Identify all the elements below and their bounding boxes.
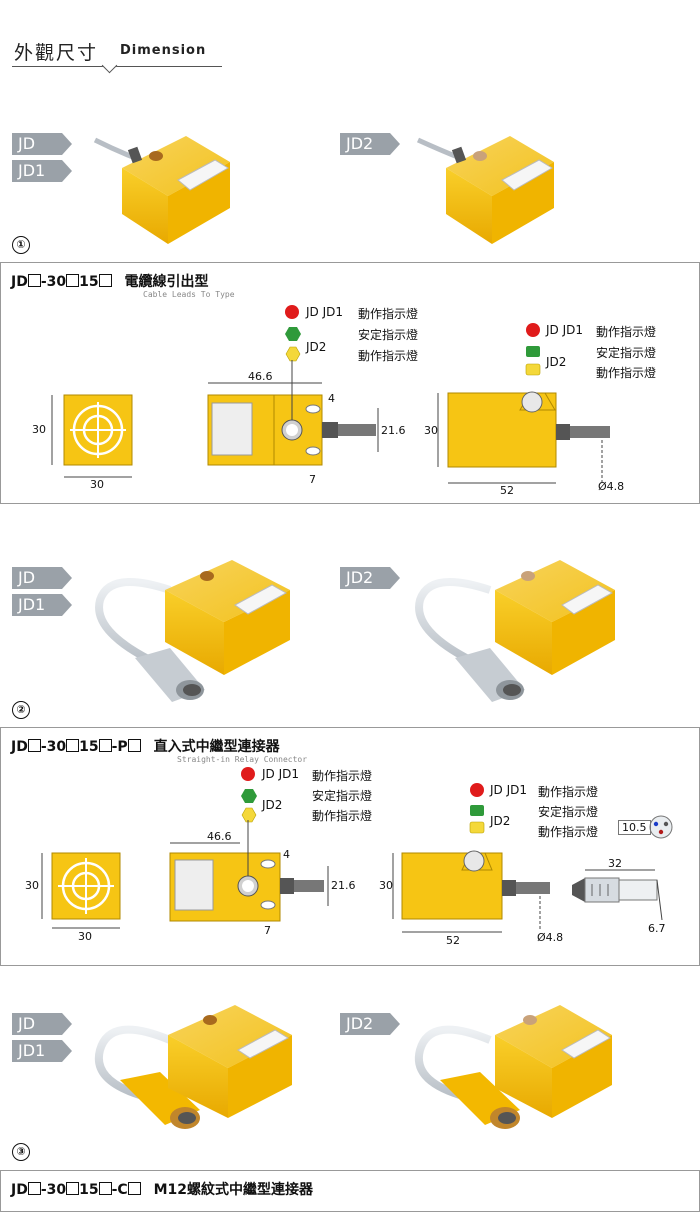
panel-subtitle-2: Straight-in Relay Connector	[177, 755, 308, 764]
legend2-yellow-label: JD2	[546, 355, 567, 369]
legend4-red-desc: 動作指示燈	[538, 785, 599, 799]
sensor-photo-1b	[416, 136, 554, 244]
legend3-yellow-desc: 動作指示燈	[312, 809, 373, 823]
dim-cable-dia: Ø4.8	[598, 480, 625, 493]
legend-red-label: JD JD1	[306, 305, 344, 319]
legend2-green-desc: 安定指示燈	[596, 346, 657, 360]
title-underline	[12, 66, 222, 67]
section-number-3: ③	[12, 1143, 30, 1161]
dim2-height-30: 30	[25, 879, 39, 892]
tag-jd: JD	[12, 133, 72, 155]
dim2-side-30: 30	[379, 879, 393, 892]
sensor-photo-2b	[415, 560, 615, 702]
legend3-yellow-label: JD2	[262, 798, 283, 812]
dim2-conn-10-5: 10.5	[618, 820, 651, 835]
section-number-1: ①	[12, 236, 30, 254]
dim-7: 7	[309, 473, 316, 486]
dim-4: 4	[328, 392, 335, 405]
legend-yellow-desc: 動作指示燈	[358, 349, 419, 363]
legend2-red-label: JD JD1	[546, 323, 584, 337]
legend4-red-label: JD JD1	[490, 783, 528, 797]
dim2-7: 7	[264, 924, 271, 937]
dim-width-30: 30	[90, 478, 104, 491]
legend2-yellow-desc: 動作指示燈	[596, 366, 657, 380]
dim-52: 52	[500, 484, 514, 497]
legend3-green-desc: 安定指示燈	[312, 789, 373, 803]
legend4-yellow-desc: 動作指示燈	[538, 825, 599, 839]
tag-jd-2: JD	[12, 567, 72, 589]
legend3-red-label: JD JD1	[262, 767, 300, 781]
legend-yellow-label: JD2	[306, 340, 327, 354]
section-number-2: ②	[12, 701, 30, 719]
dim2-46-6: 46.6	[207, 830, 232, 843]
dim2-21-6: 21.6	[331, 879, 356, 892]
dim2-4: 4	[283, 848, 290, 861]
tag-jd1-2: JD1	[12, 594, 72, 616]
legend3-red-desc: 動作指示燈	[312, 769, 373, 783]
dim2-width-30: 30	[78, 930, 92, 943]
dim-side-30: 30	[424, 424, 438, 437]
legend2-red-desc: 動作指示燈	[596, 325, 657, 339]
tag-jd2-2: JD2	[340, 567, 400, 589]
dim2-conn-32: 32	[608, 857, 622, 870]
sensor-photo-2a	[95, 560, 290, 702]
tag-jd-3: JD	[12, 1013, 72, 1035]
tag-jd1: JD1	[12, 160, 72, 182]
legend4-green-desc: 安定指示燈	[538, 805, 599, 819]
tag-jd2: JD2	[340, 133, 400, 155]
dim-46-6: 46.6	[248, 370, 273, 383]
legend-red-desc: 動作指示燈	[358, 307, 419, 321]
sensor-photo-3a	[94, 1005, 292, 1129]
dim-21-6: 21.6	[381, 424, 406, 437]
tag-jd2-3: JD2	[340, 1013, 400, 1035]
legend4-yellow-label: JD2	[490, 814, 511, 828]
panel-subtitle-1: Cable Leads To Type	[143, 290, 235, 299]
dim-height-30: 30	[32, 423, 46, 436]
page-title: 外觀尺寸	[14, 42, 99, 64]
dim2-52: 52	[446, 934, 460, 947]
page-title-en: Dimension	[120, 43, 207, 58]
dim2-conn-6-7: 6.7	[648, 922, 666, 935]
legend-green-desc: 安定指示燈	[358, 328, 419, 342]
dim2-cable-dia: Ø4.8	[537, 931, 564, 944]
sensor-photo-1a	[93, 136, 230, 244]
tag-jd1-3: JD1	[12, 1040, 72, 1062]
sensor-photo-3b	[414, 1005, 612, 1129]
